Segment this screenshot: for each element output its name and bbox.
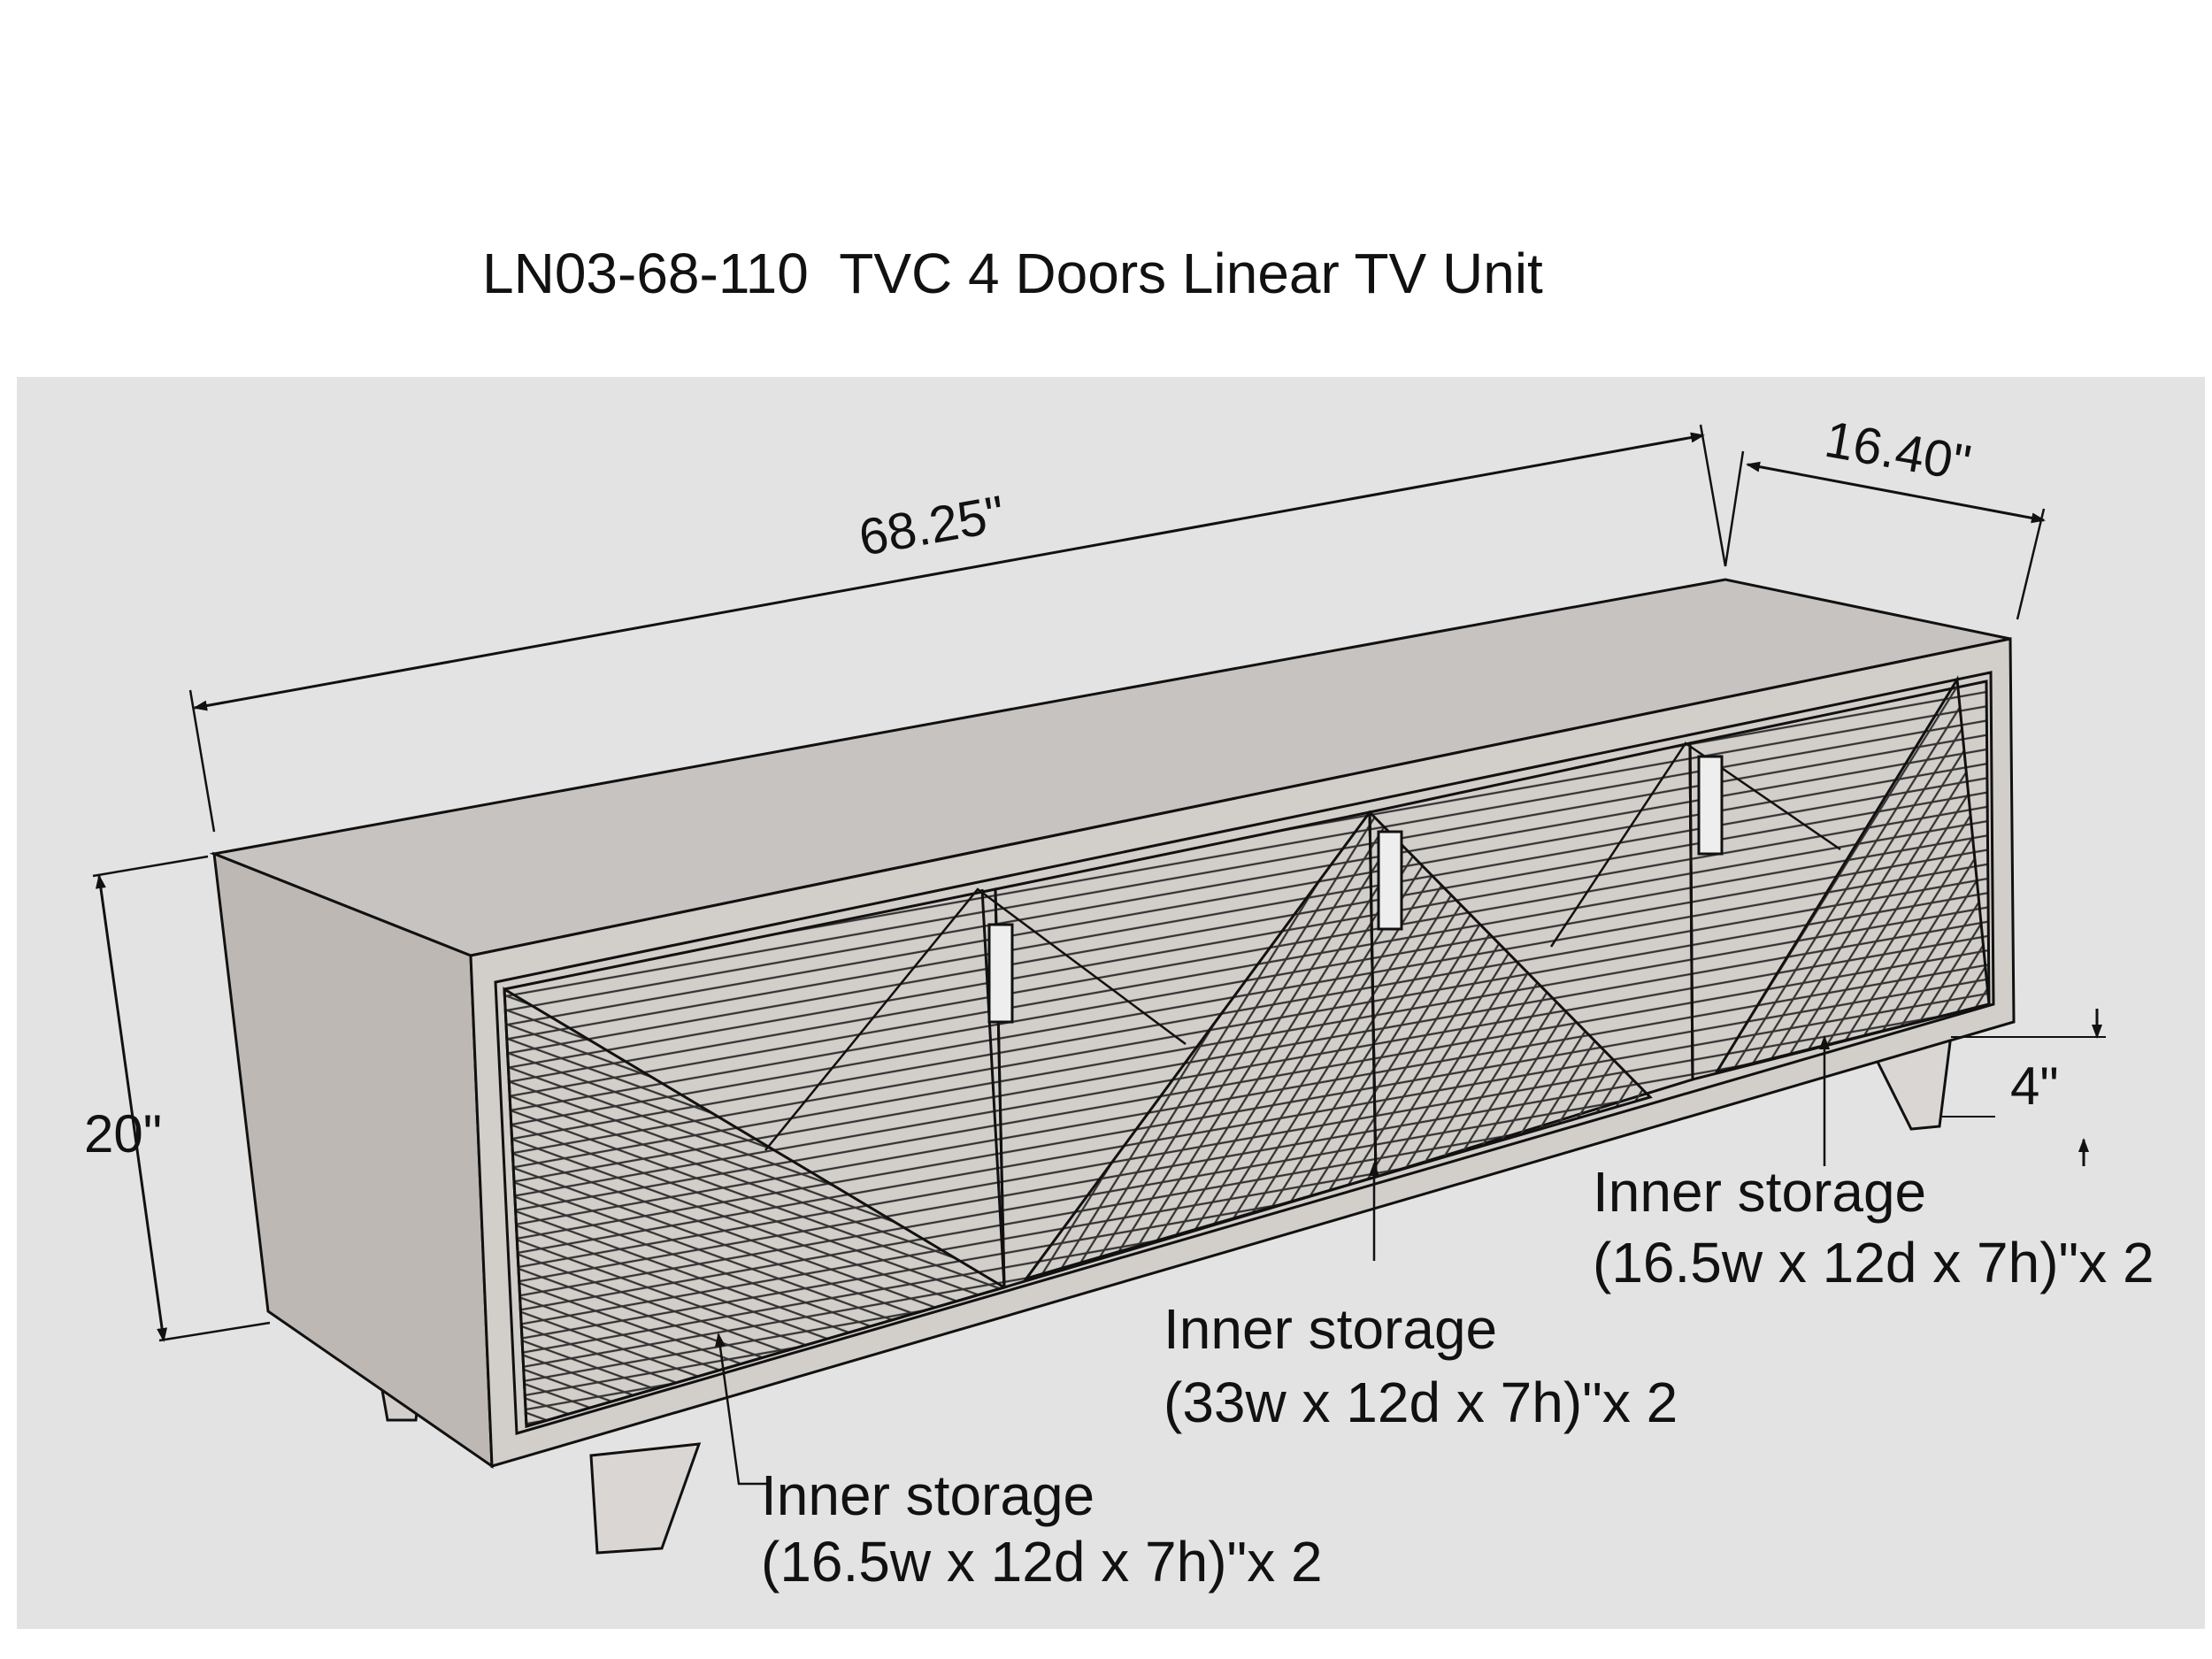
door-diagonal-lines-1 — [764, 887, 1187, 1151]
leg-front-left — [589, 1442, 702, 1555]
note-center-storage-size: (33w x 12d x 7h)"x 2 — [1164, 1371, 1678, 1434]
handle-1 — [987, 923, 1014, 1024]
depth-label: 16.40" — [1821, 411, 1976, 493]
depth-extension-left — [1724, 450, 1745, 567]
width-extension-left — [188, 689, 216, 833]
cabinet-front-recess — [494, 671, 1995, 1435]
door-handles — [987, 755, 1724, 1024]
note-right-storage-size: (16.5w x 12d x 7h)"x 2 — [1593, 1231, 2154, 1294]
note-left-storage-label: Inner storage — [761, 1463, 1095, 1527]
door-seam-2 — [1368, 811, 1378, 1178]
depth-dimension-line — [1746, 461, 2046, 524]
width-dimension-line — [193, 432, 1705, 711]
door-seam-1 — [980, 888, 1006, 1288]
door-triangle-center — [1023, 810, 1653, 1281]
leader-left-storage — [714, 1333, 770, 1486]
handle-2 — [1377, 830, 1403, 931]
door-diagonal-lines-2 — [1549, 741, 1841, 948]
note-right-storage-label: Inner storage — [1593, 1160, 1927, 1224]
height-dimension-line — [95, 874, 168, 1342]
height-extension-top — [92, 855, 209, 878]
width-label: 68.25" — [855, 485, 1010, 567]
door-triangle-right — [1713, 675, 1991, 1075]
height-extension-bottom — [158, 1321, 271, 1342]
width-extension-right — [1699, 424, 1727, 567]
dimension-lines — [92, 424, 2106, 1342]
callout-leaders — [714, 1035, 1830, 1486]
page-title: LN03-68-110 TVC 4 Doors Linear TV Unit — [482, 242, 1543, 305]
door-triangle-left — [503, 987, 1008, 1428]
note-center-storage-label: Inner storage — [1164, 1297, 1498, 1361]
cabinet-doors — [503, 675, 1991, 1428]
note-left-storage-size: (16.5w x 12d x 7h)"x 2 — [761, 1530, 1323, 1594]
handle-3 — [1697, 755, 1724, 856]
door-seam-3 — [1688, 742, 1694, 1080]
height-label: 20" — [84, 1104, 162, 1164]
leg-height-label: 4" — [2010, 1056, 2059, 1116]
depth-extension-right — [2016, 508, 2046, 620]
